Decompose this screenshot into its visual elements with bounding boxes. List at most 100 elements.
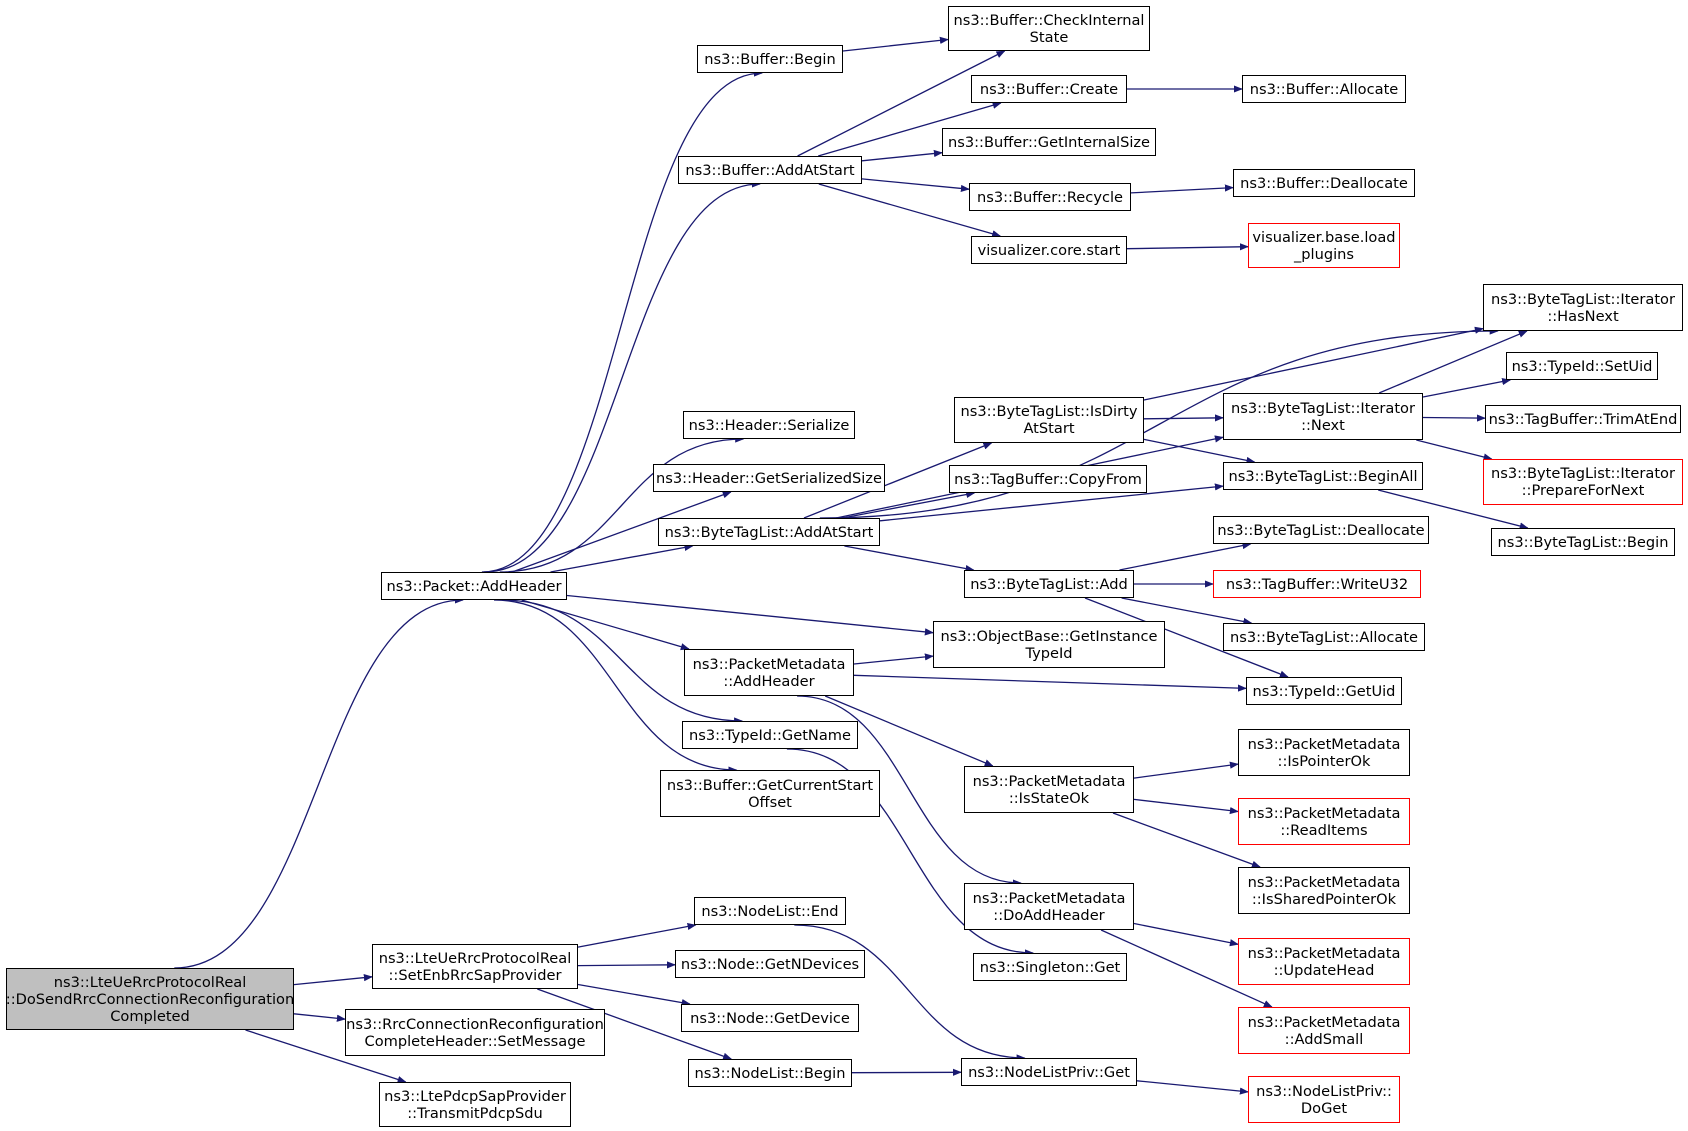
graph-node-btli-next[interactable]: ns3::ByteTagList::Iterator::Next — [1223, 393, 1423, 440]
graph-node-add-header[interactable]: ns3::Packet::AddHeader — [381, 572, 567, 600]
graph-node-nlp-doget[interactable]: ns3::NodeListPriv::DoGet — [1248, 1076, 1400, 1123]
graph-node-pm-addsmall[interactable]: ns3::PacketMetadata::AddSmall — [1238, 1007, 1410, 1054]
call-edge-pm-addheader-to-typeid-getuid — [853, 674, 1247, 692]
call-edge-btl-addatstart-to-btli-hasnext — [819, 327, 1499, 519]
call-edge-btl-add-to-btl-deallocate — [1119, 542, 1252, 571]
graph-node-pm-readitems[interactable]: ns3::PacketMetadata::ReadItems — [1238, 798, 1410, 845]
graph-node-label-line: ::IsStateOk — [1008, 789, 1090, 807]
graph-node-btl-begin[interactable]: ns3::ByteTagList::Begin — [1491, 528, 1675, 556]
graph-node-buf-allocate[interactable]: ns3::Buffer::Allocate — [1242, 75, 1406, 103]
call-edge-typeid-getname-to-singleton-get — [786, 748, 1034, 957]
call-edge-btl-addatstart-to-tb-copyfrom — [842, 490, 976, 519]
call-edge-btl-add-to-typeid-getuid — [1084, 597, 1289, 678]
graph-node-nl-end[interactable]: ns3::NodeList::End — [694, 897, 846, 925]
call-edge-set-enb-to-nl-end — [577, 922, 697, 948]
graph-node-label-line: ns3::Node::GetNDevices — [680, 955, 860, 973]
call-edge-root-to-transmit-pdcp — [245, 1029, 407, 1083]
graph-node-label-line: ns3::Node::GetDevice — [690, 1009, 850, 1027]
graph-node-nlp-get[interactable]: ns3::NodeListPriv::Get — [961, 1058, 1137, 1086]
graph-node-label-line: ns3::PacketMetadata — [1247, 873, 1401, 891]
graph-node-tb-copyfrom[interactable]: ns3::TagBuffer::CopyFrom — [949, 465, 1147, 493]
graph-node-buf-getinternalsize[interactable]: ns3::Buffer::GetInternalSize — [942, 128, 1156, 156]
graph-node-transmit-pdcp[interactable]: ns3::LtePdcpSapProvider::TransmitPdcpSdu — [379, 1082, 571, 1127]
graph-node-buf-begin[interactable]: ns3::Buffer::Begin — [697, 45, 843, 73]
graph-node-label-line: ns3::ByteTagList::Iterator — [1491, 465, 1675, 482]
call-edge-btli-next-to-typeid-setuid — [1422, 378, 1512, 398]
call-edge-btli-next-to-btli-preparefornext — [1416, 439, 1493, 461]
graph-node-label-line: ns3::Buffer::GetCurrentStart — [666, 776, 874, 794]
graph-node-set-enb[interactable]: ns3::LteUeRrcProtocolReal::SetEnbRrcSapP… — [372, 944, 578, 989]
graph-node-pm-isstateok[interactable]: ns3::PacketMetadata::IsStateOk — [964, 766, 1134, 813]
graph-node-tb-trimatend[interactable]: ns3::TagBuffer::TrimAtEnd — [1485, 405, 1681, 433]
graph-node-label-line: ::HasNext — [1547, 307, 1619, 325]
graph-node-tb-writeu32[interactable]: ns3::TagBuffer::WriteU32 — [1213, 570, 1421, 598]
graph-node-label-line: ns3::Singleton::Get — [979, 958, 1121, 976]
call-edge-btli-next-to-btli-hasnext — [1378, 330, 1528, 394]
graph-node-label-line: ns3::Buffer::AddAtStart — [685, 161, 855, 179]
graph-node-nl-begin[interactable]: ns3::NodeList::Begin — [688, 1059, 852, 1087]
graph-node-singleton-get[interactable]: ns3::Singleton::Get — [973, 953, 1127, 981]
graph-node-label-line: ns3::PacketMetadata — [1247, 1013, 1401, 1031]
graph-node-label-line: ns3::Buffer::CheckInternal — [953, 11, 1145, 29]
graph-node-btl-addatstart[interactable]: ns3::ByteTagList::AddAtStart — [658, 518, 880, 546]
call-edge-pm-isstateok-to-pm-ispointerok — [1133, 761, 1239, 779]
graph-node-pm-issharedptr[interactable]: ns3::PacketMetadata::IsSharedPointerOk — [1238, 867, 1410, 914]
graph-node-label-line: ns3::TagBuffer::WriteU32 — [1225, 575, 1409, 593]
call-edge-buf-begin-to-buf-checkinternal — [842, 36, 949, 52]
graph-node-label-line: Offset — [748, 793, 792, 811]
graph-node-btl-deallocate[interactable]: ns3::ByteTagList::Deallocate — [1213, 516, 1429, 544]
graph-node-node-getndev[interactable]: ns3::Node::GetNDevices — [675, 950, 865, 978]
call-edge-buf-recycle-to-buf-deallocate — [1130, 184, 1234, 194]
graph-node-label-line: AtStart — [1023, 420, 1075, 437]
graph-node-label-line: ns3::ByteTagList::Allocate — [1229, 628, 1419, 646]
graph-node-label-line: ::Next — [1301, 416, 1345, 434]
graph-node-label-line: ::AddHeader — [723, 672, 815, 690]
graph-node-pm-addheader[interactable]: ns3::PacketMetadata::AddHeader — [684, 649, 854, 696]
call-edge-add-header-to-typeid-getname — [501, 599, 744, 725]
graph-node-buf-deallocate[interactable]: ns3::Buffer::Deallocate — [1233, 169, 1415, 197]
graph-node-pm-ispointerok[interactable]: ns3::PacketMetadata::IsPointerOk — [1238, 729, 1410, 776]
graph-node-label-line: ns3::ByteTagList::Deallocate — [1217, 521, 1425, 539]
graph-node-label-line: ns3::TypeId::GetUid — [1252, 682, 1396, 700]
graph-node-root[interactable]: ns3::LteUeRrcProtocolReal::DoSendRrcConn… — [6, 968, 294, 1030]
graph-node-viz-loadplugins[interactable]: visualizer.base.load_plugins — [1248, 223, 1400, 268]
call-edge-btl-isdirty-to-btli-next — [1143, 414, 1224, 422]
graph-node-btli-preparefornext[interactable]: ns3::ByteTagList::Iterator::PrepareForNe… — [1483, 459, 1683, 505]
graph-node-btl-add[interactable]: ns3::ByteTagList::Add — [964, 570, 1134, 598]
graph-node-btl-allocate[interactable]: ns3::ByteTagList::Allocate — [1223, 623, 1425, 651]
graph-node-label-line: _plugins — [1293, 245, 1355, 263]
graph-node-hdr-getsize[interactable]: ns3::Header::GetSerializedSize — [653, 464, 885, 492]
graph-node-buf-create[interactable]: ns3::Buffer::Create — [971, 75, 1127, 103]
call-edge-btli-next-to-tb-trimatend — [1422, 414, 1486, 422]
graph-node-buf-addatstart[interactable]: ns3::Buffer::AddAtStart — [678, 156, 862, 184]
graph-node-typeid-getuid[interactable]: ns3::TypeId::GetUid — [1246, 677, 1402, 705]
graph-node-pm-updatehead[interactable]: ns3::PacketMetadata::UpdateHead — [1238, 938, 1410, 985]
graph-node-pm-doaddheader[interactable]: ns3::PacketMetadata::DoAddHeader — [964, 883, 1134, 930]
graph-node-label-line: ::AddSmall — [1284, 1030, 1364, 1048]
call-edge-btl-addatstart-to-btl-add — [844, 545, 975, 573]
graph-node-buf-recycle[interactable]: ns3::Buffer::Recycle — [969, 183, 1131, 211]
graph-node-btli-hasnext[interactable]: ns3::ByteTagList::Iterator::HasNext — [1483, 284, 1683, 331]
graph-node-node-getdev[interactable]: ns3::Node::GetDevice — [681, 1004, 859, 1032]
graph-node-typeid-setuid[interactable]: ns3::TypeId::SetUid — [1506, 352, 1658, 380]
call-edge-pm-doaddheader-to-pm-updatehead — [1133, 922, 1239, 947]
graph-node-viz-start[interactable]: visualizer.core.start — [971, 236, 1127, 264]
graph-node-label-line: ::SetEnbRrcSapProvider — [388, 966, 562, 984]
graph-node-label-line: ns3::LtePdcpSapProvider — [384, 1087, 566, 1105]
graph-node-label-line: ns3::PacketMetadata — [1247, 804, 1401, 822]
call-edge-btl-isdirty-to-btli-hasnext — [1143, 326, 1484, 401]
graph-node-btl-beginall[interactable]: ns3::ByteTagList::BeginAll — [1223, 462, 1423, 490]
graph-node-label-line: ::IsSharedPointerOk — [1251, 890, 1397, 908]
graph-node-typeid-getname[interactable]: ns3::TypeId::GetName — [682, 721, 858, 749]
call-edge-pm-doaddheader-to-pm-addsmall — [1100, 929, 1273, 1008]
graph-node-hdr-serialize[interactable]: ns3::Header::Serialize — [683, 411, 855, 439]
graph-node-label-line: ns3::NodeList::End — [701, 902, 839, 920]
graph-node-label-line: Completed — [110, 1007, 190, 1025]
graph-node-label-line: ::UpdateHead — [1273, 961, 1375, 979]
